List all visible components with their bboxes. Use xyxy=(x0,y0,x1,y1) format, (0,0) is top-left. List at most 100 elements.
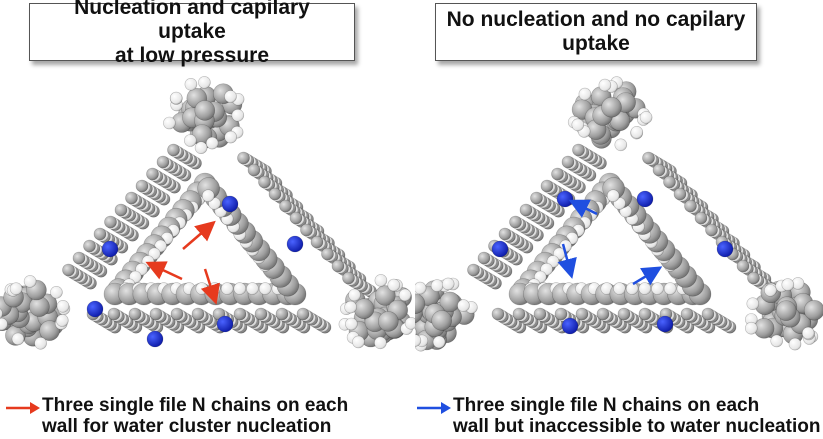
hydrogen-atom xyxy=(220,282,234,295)
atom xyxy=(125,191,138,205)
left-legend-line2: wall for water cluster nucleation xyxy=(42,416,332,437)
atom xyxy=(258,175,271,189)
hydrogen-atom xyxy=(415,281,427,295)
hydrogen-atom xyxy=(169,91,183,105)
atom xyxy=(321,247,334,261)
hydrogen-atom xyxy=(374,274,388,287)
nitrogen-atom xyxy=(491,240,509,258)
hydrogen-atom xyxy=(651,282,664,295)
carbon-atom xyxy=(415,293,426,314)
atom xyxy=(146,167,159,181)
left-molecular-framework xyxy=(0,76,418,350)
hydrogen-atom xyxy=(457,299,470,312)
atom xyxy=(491,307,505,321)
hydrogen-atom xyxy=(224,130,237,144)
red-arrow-top xyxy=(182,220,216,250)
nitrogen-atom xyxy=(656,315,674,333)
hydrogen-atom xyxy=(344,300,357,314)
atom xyxy=(533,307,547,321)
nitrogen-atom xyxy=(561,317,579,335)
blue-arrow-right xyxy=(632,266,663,286)
atom xyxy=(519,203,533,217)
atom xyxy=(342,271,355,285)
atom xyxy=(104,215,117,229)
hydrogen-atom xyxy=(34,336,47,350)
hydrogen-atom xyxy=(348,288,361,302)
carbon-atom xyxy=(431,310,453,331)
atom xyxy=(673,187,687,201)
nitrogen-atom xyxy=(146,330,164,348)
atom xyxy=(72,251,86,265)
hydrogen-atom xyxy=(224,90,237,103)
hydrogen-atom xyxy=(233,282,247,295)
hydrogen-atom xyxy=(746,297,760,310)
right-inaccessible-arrows xyxy=(557,199,663,286)
atom xyxy=(701,307,715,321)
hydrogen-atom xyxy=(184,77,198,91)
left-panel-title: Nucleation and capilary uptake at low pr… xyxy=(29,0,355,67)
atom xyxy=(540,179,554,193)
atom xyxy=(268,187,282,201)
hydrogen-atom xyxy=(9,282,23,295)
blue-arrow-left xyxy=(557,243,577,279)
atom xyxy=(572,143,585,157)
right-legend-line1: Three single file N chains on each xyxy=(453,395,760,416)
hydrogen-atom xyxy=(258,282,272,295)
left-title-line1: Nucleation and capilary uptake xyxy=(74,0,310,43)
atom xyxy=(83,239,96,253)
nitrogen-atom xyxy=(221,195,239,213)
right-panel-title: No nucleation and no capilary uptake xyxy=(435,3,757,61)
hydrogen-atom xyxy=(606,189,620,202)
atom xyxy=(512,307,526,321)
atom xyxy=(680,307,694,321)
hydrogen-atom xyxy=(23,275,37,288)
right-title-line1: No nucleation and no capilary xyxy=(446,8,746,31)
atom xyxy=(561,155,575,169)
hydrogen-atom xyxy=(571,118,585,132)
atom xyxy=(279,199,292,213)
atom xyxy=(477,251,491,265)
hydrogen-atom xyxy=(432,335,446,349)
hydrogen-atom xyxy=(387,278,401,292)
right-title-line2: uptake xyxy=(562,32,630,55)
carbon-atom xyxy=(803,299,823,321)
hydrogen-atom xyxy=(398,288,412,302)
hydrogen-atom xyxy=(201,189,215,202)
red-arrow-icon xyxy=(6,402,40,414)
hydrogen-atom xyxy=(663,282,677,295)
atom xyxy=(551,167,564,181)
carbon-atom xyxy=(775,300,797,321)
atom xyxy=(93,227,107,241)
right-legend-line2: wall but inaccessible to water nucleatio… xyxy=(453,416,821,437)
right-legend: Three single file N chains on each wall … xyxy=(413,395,820,437)
carbon-atom xyxy=(353,298,375,319)
atom xyxy=(275,307,289,321)
nitrogen-atom xyxy=(216,315,234,333)
nitrogen-atom xyxy=(86,300,104,318)
nitrogen-atom xyxy=(716,240,734,258)
carbon-atom xyxy=(194,100,216,121)
atom xyxy=(149,307,163,321)
atom xyxy=(289,211,303,225)
atom xyxy=(107,307,121,321)
hydrogen-atom xyxy=(764,284,777,297)
carbon-atom xyxy=(601,96,622,118)
hydrogen-atom xyxy=(246,282,259,295)
hydrogen-atom xyxy=(578,87,592,101)
right-molecular-framework xyxy=(415,76,823,352)
hydrogen-atom xyxy=(0,317,8,331)
nitrogen-atom xyxy=(101,240,119,258)
atom xyxy=(747,271,760,285)
carbon-atom xyxy=(39,320,60,341)
atom xyxy=(509,215,522,229)
hydrogen-atom xyxy=(801,326,815,340)
left-legend-line1: Three single file N chains on each xyxy=(42,395,349,416)
hydrogen-atom xyxy=(352,335,365,349)
atom xyxy=(705,223,718,237)
hydrogen-atom xyxy=(50,286,63,299)
hydrogen-atom xyxy=(194,141,208,154)
atom xyxy=(310,235,324,249)
atom xyxy=(663,175,676,189)
hydrogen-atom xyxy=(625,282,639,295)
hydrogen-atom xyxy=(345,317,358,331)
